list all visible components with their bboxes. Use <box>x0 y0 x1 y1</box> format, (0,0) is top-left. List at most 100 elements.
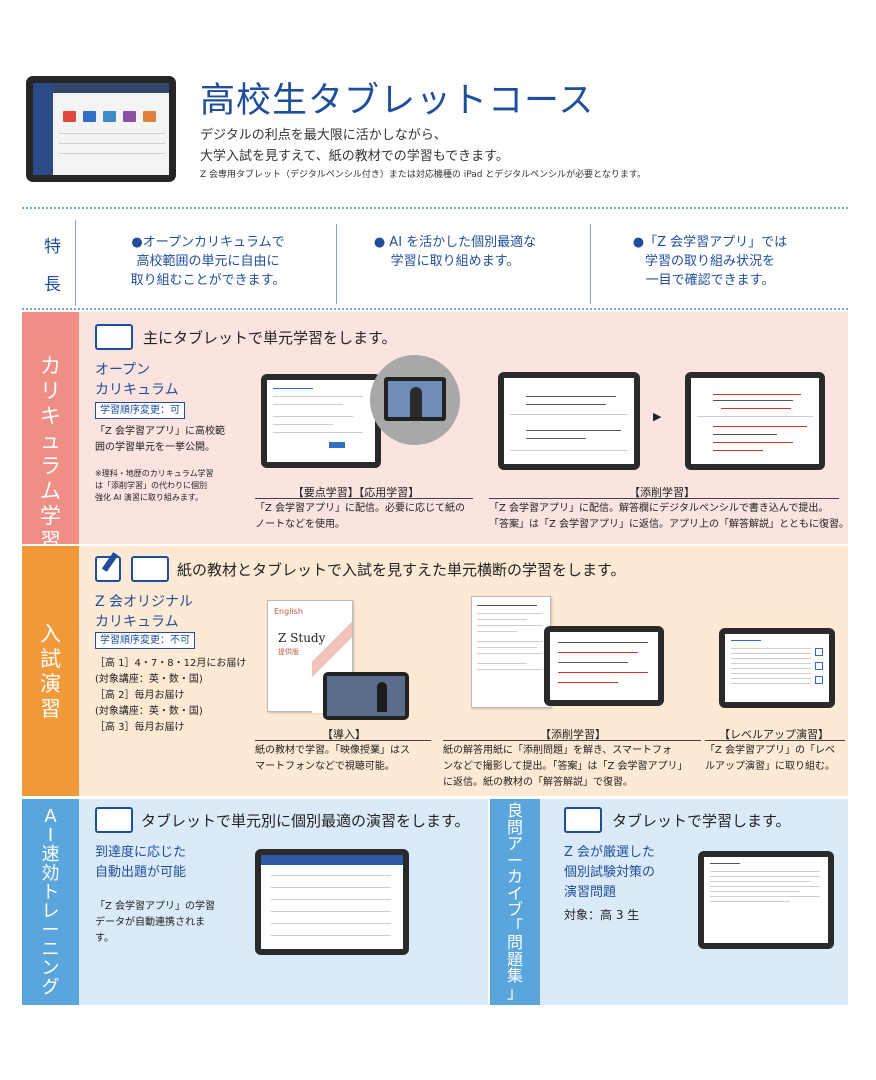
delivery-line: ［高 1］4・7・8・12月にお届け <box>95 658 247 669</box>
features-heading: 特 長 <box>26 220 76 306</box>
subtitle-line: 個別試験対策の <box>564 865 656 880</box>
subtitle-line: 到達度に応じた <box>95 845 187 860</box>
label-char: 試 <box>40 647 61 671</box>
ai-body: タブレットで単元別に個別最適の演習をします。 到達度に応じた 自動出題が可能 「… <box>79 799 488 1005</box>
ai-label-text: A I 速 効 ト レ ー ニ ン グ <box>22 807 79 997</box>
label-char: 良 <box>506 801 523 820</box>
subtitle-line: Z 会オリジナル <box>95 594 194 610</box>
exam-label-text: 入 試 演 習 <box>22 622 79 722</box>
caption-line: 「Z 会学習アプリ」の「レベ <box>705 745 836 756</box>
caption-rule <box>443 740 701 741</box>
features-heading-1: 特 <box>44 237 61 257</box>
desc-line: データが自動連携されま <box>95 917 205 928</box>
key-point-caption: 「Z 会学習アプリ」に配信。必要に応じて紙の ノートなどを使用。 <box>255 501 465 533</box>
label-char: A <box>44 806 57 827</box>
label-char: ム <box>40 479 61 503</box>
curriculum-notes: ※理科・地歴のカリキュラム学習 は「添削学習」の代わりに個別 強化 AI 演習に… <box>95 468 213 504</box>
caption-line: 「答案」は「Z 会学習アプリ」に返信。アプリ上の「解答解説」とともに復習。 <box>489 519 850 530</box>
level-up-caption: 「Z 会学習アプリ」の「レベ ルアップ演習」に取り組む。 <box>705 743 835 775</box>
arrow-icon: ▶ <box>653 410 662 423</box>
label-char: ュ <box>40 429 61 453</box>
page-title: 高校生タブレットコース <box>200 81 595 121</box>
subtitle-line: カリキュラム <box>95 382 179 398</box>
lead-text-1: デジタルの利点を最大限に活かしながら、 <box>200 128 447 143</box>
level-up-caption-title: 【レベルアップ演習】 <box>719 728 829 741</box>
ai-label: A I 速 効 ト レ ー ニ ン グ <box>22 799 79 1005</box>
curriculum-desc: 「Z 会学習アプリ」に高校範 囲の学習単元を一挙公開。 <box>95 424 225 456</box>
delivery-line: (対象講座：英・数・国) <box>95 706 203 717</box>
label-char: ラ <box>40 454 61 478</box>
feature-3-line-1: ●「Z 会学習アプリ」では <box>632 235 788 250</box>
exam-subtitle: Z 会オリジナル カリキュラム <box>95 592 193 632</box>
label-char: 問 <box>506 933 523 952</box>
caption-rule <box>255 740 431 741</box>
answer-sheet-image <box>471 596 551 708</box>
feature-1-line-3: 取り組むことができます。 <box>130 273 286 288</box>
feature-1-line-2: 高校範囲の単元に自由に <box>136 254 280 269</box>
order-badge: 学習順序変更：不可 <box>95 632 195 649</box>
feature-2-line-2: 学習に取り組めます。 <box>390 254 520 269</box>
caption-line: ルアップ演習」に取り組む。 <box>705 761 835 772</box>
label-char: ン <box>41 958 60 979</box>
label-char: 「 <box>506 916 523 936</box>
ai-training-section: A I 速 効 ト レ ー ニ ン グ タブレットで単元別に個別最適の演習をしま… <box>22 799 488 1005</box>
delivery-line: (対象講座：英・数・国) <box>95 674 203 685</box>
paper-pencil-icon <box>95 552 121 582</box>
order-badge: 学習順序変更：可 <box>95 402 185 419</box>
label-char: 題 <box>506 949 523 969</box>
label-char: リ <box>40 379 61 403</box>
label-char: 問 <box>506 817 523 837</box>
divider-features <box>22 308 848 310</box>
delivery-line: ［高 3］毎月お届け <box>95 722 185 733</box>
key-point-caption-title: 【要点学習】【応用学習】 <box>292 486 420 499</box>
exam-body: 紙の教材とタブレットで入試を見すえた単元横断の学習をします。 Z 会オリジナル … <box>79 546 848 796</box>
label-char: ブ <box>506 900 523 919</box>
label-char: 学 <box>40 504 61 528</box>
ai-headline: タブレットで単元別に個別最適の演習をします。 <box>141 812 470 830</box>
desc-line: 「Z 会学習アプリ」の学習 <box>95 901 216 912</box>
caption-line: 「Z 会学習アプリ」に配信。解答欄にデジタルペンシルで書き込んで提出。 <box>489 503 829 514</box>
ai-desc: 「Z 会学習アプリ」の学習 データが自動連携されま す。 <box>95 899 215 947</box>
caption-line: 紙の教材で学習。「映像授業」はス <box>255 745 410 756</box>
exam-label: 入 試 演 習 <box>22 546 79 796</box>
caption-line: ノートなどを使用。 <box>255 519 345 530</box>
feature-separator <box>336 224 337 304</box>
caption-line: マートフォンなどで視聴可能。 <box>255 761 395 772</box>
ai-tablet-image <box>255 849 409 955</box>
intro-caption: 紙の教材で学習。「映像授業」はス マートフォンなどで視聴可能。 <box>255 743 410 775</box>
desc-line: す。 <box>95 933 114 944</box>
lead-text-2: 大学入試を見すえて、紙の教材での学習もできます。 <box>200 149 509 164</box>
feature-3-line-2: 学習の取り組み状況を <box>644 254 775 269</box>
curriculum-label: カ リ キ ュ ラ ム 学 習 <box>22 312 79 553</box>
feature-open-curriculum: ●オープンカリキュラムで 高校範囲の単元に自由に 取り組むことができます。 <box>98 233 318 290</box>
archive-label-text: 良 問 ア ー カ イ ブ 「 問 題 集 」 <box>490 801 540 1002</box>
level-up-tablet <box>719 628 835 708</box>
label-char: ー <box>506 850 523 870</box>
correction-tablet-after <box>685 372 825 470</box>
label-char: 」 <box>506 982 523 1002</box>
curriculum-headline: 主にタブレットで単元学習をします。 <box>143 329 397 347</box>
label-char: ニ <box>41 939 60 960</box>
delivery-line: ［高 2］毎月お届け <box>95 690 185 701</box>
correction-caption: 紙の解答用紙に「添削問題」を解き、スマートフォ ンなどで撮影して提出。「答案」は… <box>443 743 688 791</box>
feature-app-progress: ●「Z 会学習アプリ」では 学習の取り組み状況を 一目で確認できます。 <box>600 233 820 290</box>
exam-headline: 紙の教材とタブレットで入試を見すえた単元横断の学習をします。 <box>177 561 626 579</box>
label-char: 習 <box>40 697 61 721</box>
note-line: は「添削学習」の代わりに個別 <box>95 481 207 490</box>
subtitle-line: Z 会が厳選した <box>564 845 656 860</box>
curriculum-label-text: カ リ キ ュ ラ ム 学 習 <box>22 354 79 554</box>
curriculum-body: 主にタブレットで単元学習をします。 オープン カリキュラム 学習順序変更：可 「… <box>79 312 849 544</box>
caption-rule <box>255 498 473 499</box>
label-char: キ <box>40 404 61 428</box>
divider-top <box>22 207 848 209</box>
label-char: レ <box>41 901 60 922</box>
note-line: ※理科・地歴のカリキュラム学習 <box>95 469 214 478</box>
caption-rule <box>489 498 839 499</box>
correction-caption: 「Z 会学習アプリ」に配信。解答欄にデジタルペンシルで書き込んで提出。 「答案」… <box>489 501 849 533</box>
caption-line: に返信。紙の教材の「解答解説」で復習。 <box>443 777 633 788</box>
ai-subtitle: 到達度に応じた 自動出題が可能 <box>95 843 186 883</box>
video-tablet-image <box>384 377 446 421</box>
tablet-icon <box>564 807 602 833</box>
feature-ai: ● AI を活かした個別最適な 学習に取り組めます。 <box>350 233 560 271</box>
curriculum-subtitle: オープン カリキュラム <box>95 360 179 400</box>
